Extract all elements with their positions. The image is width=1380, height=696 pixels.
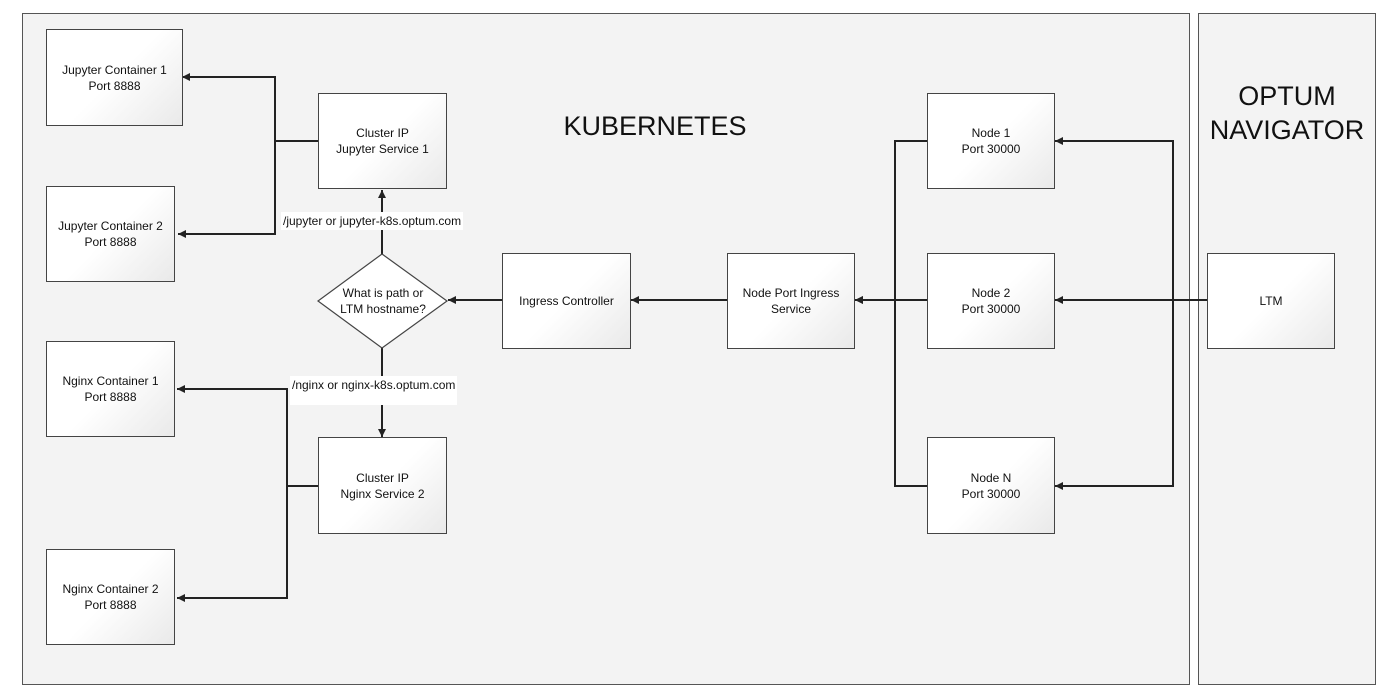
ingress-controller-box: Ingress Controller: [502, 253, 631, 349]
decision-line1: What is path or: [342, 286, 424, 300]
node-2-name: Node 2: [971, 286, 1011, 300]
nginx-container-1-box: Nginx Container 1 Port 8888: [46, 341, 175, 437]
node-1-name: Node 1: [971, 126, 1011, 140]
node-n-port: Port 30000: [961, 486, 1021, 501]
jupyter-service-box: Cluster IP Jupyter Service 1: [318, 93, 447, 189]
jupyter-route-label: /jupyter or jupyter-k8s.optum.com: [281, 212, 464, 230]
nginx-container-2-box: Nginx Container 2 Port 8888: [46, 549, 175, 645]
nginx-container-2-name: Nginx Container 2: [62, 582, 159, 596]
node-n-name: Node N: [970, 470, 1012, 485]
node-1-port: Port 30000: [961, 142, 1021, 156]
jupyter-container-2-port: Port 8888: [84, 235, 137, 249]
jupyter-container-2-name: Jupyter Container 2: [58, 219, 163, 233]
node-port-service-line1: Node Port Ingress: [742, 286, 840, 300]
jupyter-container-1-name: Jupyter Container 1: [62, 62, 167, 77]
edge-nginx-service-to-container-1: [177, 385, 288, 486]
ingress-controller-label: Ingress Controller: [519, 294, 614, 308]
optum-navigator-title: OPTUM NAVIGATOR: [1198, 80, 1376, 148]
jupyter-service-name: Jupyter Service 1: [336, 142, 429, 156]
edge-jupyter-service-to-container-2: [178, 141, 276, 238]
edge-ltm-to-node-n: [1055, 300, 1174, 490]
nginx-route-label: /nginx or nginx-k8s.optum.com: [290, 376, 458, 405]
ltm-label: LTM: [1259, 294, 1283, 308]
decision-diamond: [316, 253, 449, 349]
jupyter-container-2-box: Jupyter Container 2 Port 8888: [46, 186, 175, 282]
jupyter-container-1-port: Port 8888: [88, 78, 141, 93]
optum-title-line1: OPTUM: [1238, 81, 1336, 111]
nginx-service-name: Nginx Service 2: [340, 486, 425, 501]
nodes-collector: [894, 140, 927, 487]
node-2-port: Port 30000: [961, 302, 1021, 316]
nginx-service-type: Cluster IP: [356, 470, 409, 485]
edge-jupyter-service-to-container-1: [182, 73, 276, 141]
node-port-service-box: Node Port Ingress Service: [727, 253, 855, 349]
decision-line2: LTM hostname?: [340, 302, 426, 316]
ltm-box: LTM: [1207, 253, 1335, 349]
edge-nginx-service-to-container-2: [177, 486, 288, 602]
decision-text: What is path or LTM hostname?: [318, 285, 448, 317]
jupyter-container-1-box: Jupyter Container 1 Port 8888: [46, 29, 183, 126]
node-n-box: Node N Port 30000: [927, 437, 1055, 534]
edge-ltm-to-node-1: [1055, 137, 1174, 300]
node-port-service-line2: Service: [770, 302, 811, 316]
node-1-box: Node 1 Port 30000: [927, 93, 1055, 189]
node-2-box: Node 2 Port 30000: [927, 253, 1055, 349]
nginx-service-box: Cluster IP Nginx Service 2: [318, 437, 447, 534]
optum-navigator-panel: [1198, 13, 1376, 685]
jupyter-service-type: Cluster IP: [356, 126, 409, 140]
nginx-container-1-port: Port 8888: [84, 390, 137, 404]
nginx-container-2-port: Port 8888: [84, 598, 137, 612]
nginx-container-1-name: Nginx Container 1: [62, 374, 159, 388]
optum-title-line2: NAVIGATOR: [1209, 114, 1365, 145]
kubernetes-title: KUBERNETES: [563, 111, 747, 141]
